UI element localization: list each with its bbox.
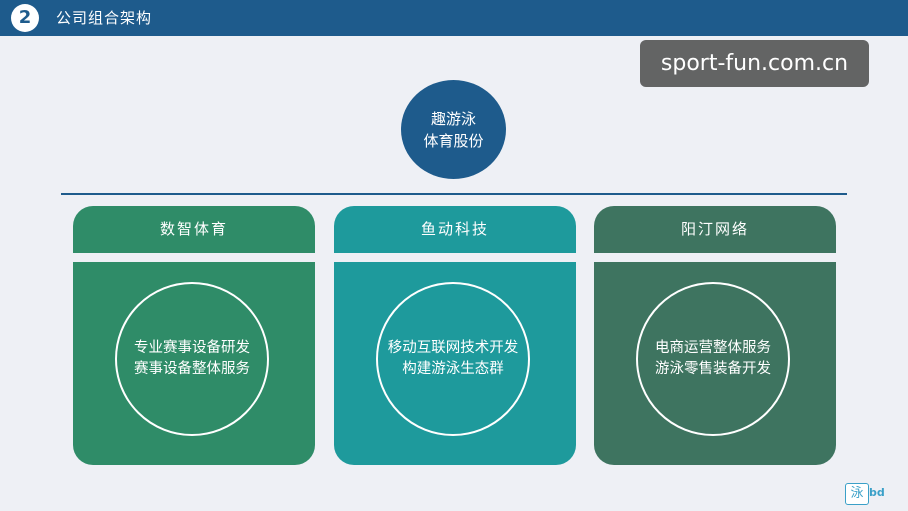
card-ring: 移动互联网技术开发 构建游泳生态群 (376, 282, 530, 436)
card-title: 数智体育 (73, 206, 315, 253)
card-title: 阳汀网络 (594, 206, 836, 253)
card-divider (334, 253, 576, 262)
step-number-badge: 2 (11, 4, 39, 32)
card-body: 专业赛事设备研发 赛事设备整体服务 (73, 262, 315, 465)
card-desc-line1: 电商运营整体服务 (655, 340, 771, 356)
parent-company-name-line2: 体育股份 (423, 131, 484, 150)
card-desc-line2: 构建游泳生态群 (402, 361, 504, 377)
parent-company-name-line1: 趣游泳 (430, 109, 476, 128)
org-connector-line (61, 193, 847, 195)
site-watermark: sport-fun.com.cn (640, 40, 869, 87)
card-title: 鱼动科技 (334, 206, 576, 253)
card-desc-line1: 移动互联网技术开发 (387, 340, 519, 356)
brand-logo-icon: 泳 (845, 483, 869, 505)
card-desc-line1: 专业赛事设备研发 (134, 340, 250, 356)
card-divider (73, 253, 315, 262)
card-divider (594, 253, 836, 262)
card-desc-line2: 游泳零售装备开发 (655, 361, 771, 377)
card-body: 移动互联网技术开发 构建游泳生态群 (334, 262, 576, 465)
card-ring: 电商运营整体服务 游泳零售装备开发 (636, 282, 790, 436)
card-ring: 专业赛事设备研发 赛事设备整体服务 (115, 282, 269, 436)
card-desc-line2: 赛事设备整体服务 (134, 361, 250, 377)
brand-logo-text: bd (869, 486, 885, 499)
subsidiary-card-shuzhi: 数智体育 专业赛事设备研发 赛事设备整体服务 (73, 206, 315, 465)
page-title: 公司组合架构 (56, 9, 153, 27)
header-bar: 2 公司组合架构 (0, 0, 908, 36)
subsidiary-card-yudong: 鱼动科技 移动互联网技术开发 构建游泳生态群 (334, 206, 576, 465)
parent-company-node: 趣游泳 体育股份 (401, 80, 506, 179)
card-body: 电商运营整体服务 游泳零售装备开发 (594, 262, 836, 465)
subsidiary-card-yangting: 阳汀网络 电商运营整体服务 游泳零售装备开发 (594, 206, 836, 465)
